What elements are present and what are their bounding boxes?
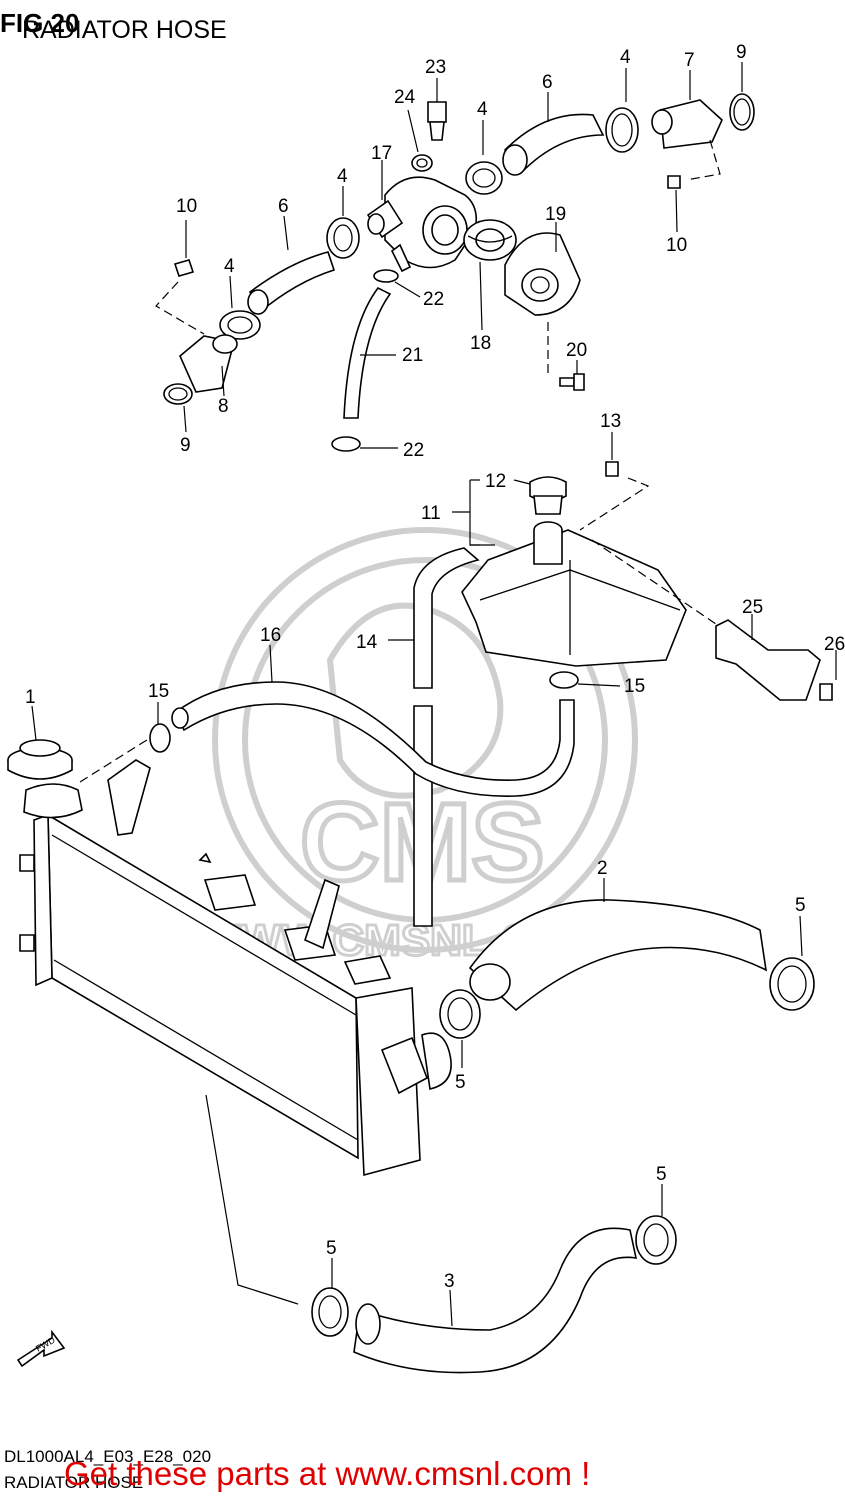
part-24-washer — [407, 109, 433, 172]
part-20-bolt — [559, 360, 585, 391]
callout-18: 18 — [470, 333, 491, 354]
callout-10-b: 10 — [666, 235, 687, 256]
part-4-clamp-c — [326, 186, 360, 259]
callout-4-c: 4 — [337, 166, 348, 187]
callout-4-b: 4 — [477, 99, 488, 120]
part-9-o-ring-lower — [163, 383, 193, 433]
part-16-reservoir-hose — [171, 644, 575, 797]
fwd-arrow-icon: FWD — [16, 1329, 66, 1368]
callout-1: 1 — [25, 687, 36, 708]
figure-title: RADIATOR HOSE — [22, 16, 227, 44]
part-4-clamp-b — [465, 120, 503, 195]
callout-5-b: 5 — [455, 1072, 466, 1093]
part-4-clamp-d — [219, 275, 261, 340]
callout-23: 23 — [425, 57, 446, 78]
cta-link[interactable]: Get these parts at www.cmsnl.com ! — [64, 1455, 591, 1492]
part-6-hose-left — [247, 215, 336, 315]
part-10-bolt-left — [155, 220, 205, 335]
part-15-clamp-lower — [549, 671, 621, 689]
part-5-clamp-a — [769, 915, 815, 1011]
part-9-o-ring-upper — [729, 62, 755, 131]
callout-11: 11 — [421, 503, 441, 524]
reservoir-filler-neck — [533, 521, 563, 565]
callout-6-a: 6 — [542, 72, 553, 93]
callout-8: 8 — [218, 396, 229, 417]
part-13-bolt — [579, 432, 650, 531]
part-11-reservoir-tank — [452, 479, 687, 667]
part-2-inlet-hose — [468, 878, 768, 1012]
callout-19: 19 — [545, 204, 566, 225]
part-7-water-pipe-elbow — [651, 70, 723, 181]
callout-4-d: 4 — [224, 256, 235, 277]
callout-17: 17 — [371, 143, 392, 164]
callout-22-a: 22 — [423, 289, 444, 310]
part-6-hose-upper — [502, 92, 605, 176]
part-15-clamp-upper — [149, 702, 171, 753]
part-1-radiator-cap — [7, 705, 151, 783]
part-22-clamp-lower — [331, 436, 398, 452]
part-22-clamp-upper — [373, 269, 421, 298]
part-26-bolt — [819, 650, 837, 701]
part-12-reservoir-cap — [513, 476, 567, 515]
callout-6-b: 6 — [278, 196, 289, 217]
callout-20: 20 — [566, 340, 587, 361]
part-17-thermostat-housing — [366, 160, 478, 273]
callout-15-a: 15 — [148, 681, 169, 702]
callout-26: 26 — [824, 634, 845, 655]
diagram-code: DL1000AL4_E03_E28_020 — [4, 1447, 212, 1466]
part-3-outlet-hose — [205, 1094, 638, 1374]
part-25-bracket — [591, 539, 821, 701]
part-21-bypass-hose — [343, 286, 396, 419]
part-4-clamp-a — [605, 68, 639, 153]
callout-24: 24 — [394, 87, 416, 108]
callout-5-d: 5 — [656, 1164, 667, 1185]
callout-9-b: 9 — [180, 435, 191, 456]
callout-12: 12 — [485, 471, 506, 492]
figure-number: FIG 20 — [0, 8, 80, 38]
callout-2: 2 — [597, 858, 608, 879]
part-23-temp-sensor — [427, 78, 447, 141]
callout-4-a: 4 — [620, 47, 631, 68]
callout-10-a: 10 — [176, 196, 197, 217]
callout-3: 3 — [444, 1271, 455, 1292]
part-5-clamp-d — [635, 1184, 677, 1265]
callout-16: 16 — [260, 625, 281, 646]
callout-15-b: 15 — [624, 676, 645, 697]
callout-9-a: 9 — [736, 42, 747, 63]
callout-22-b: 22 — [403, 440, 424, 461]
diagram-subtitle: RADIATOR HOSE — [4, 1473, 144, 1492]
callout-5-c: 5 — [326, 1238, 337, 1259]
callout-7: 7 — [684, 50, 695, 71]
part-10-bolt-right — [667, 175, 681, 233]
callout-labels: 1 2 3 4 4 4 4 5 5 5 5 6 6 7 8 9 9 10 10 … — [25, 42, 845, 1292]
callout-25: 25 — [742, 597, 763, 618]
callout-13: 13 — [600, 411, 621, 432]
callout-5-a: 5 — [795, 895, 806, 916]
part-18-thermostat — [463, 219, 517, 331]
part-19-thermostat-cover — [504, 222, 581, 375]
part-8-water-pipe — [179, 334, 238, 397]
part-5-clamp-b — [439, 989, 481, 1068]
part-5-clamp-c — [311, 1258, 349, 1337]
callout-14: 14 — [356, 632, 378, 653]
radiator — [19, 759, 452, 1177]
callout-21: 21 — [402, 345, 423, 366]
